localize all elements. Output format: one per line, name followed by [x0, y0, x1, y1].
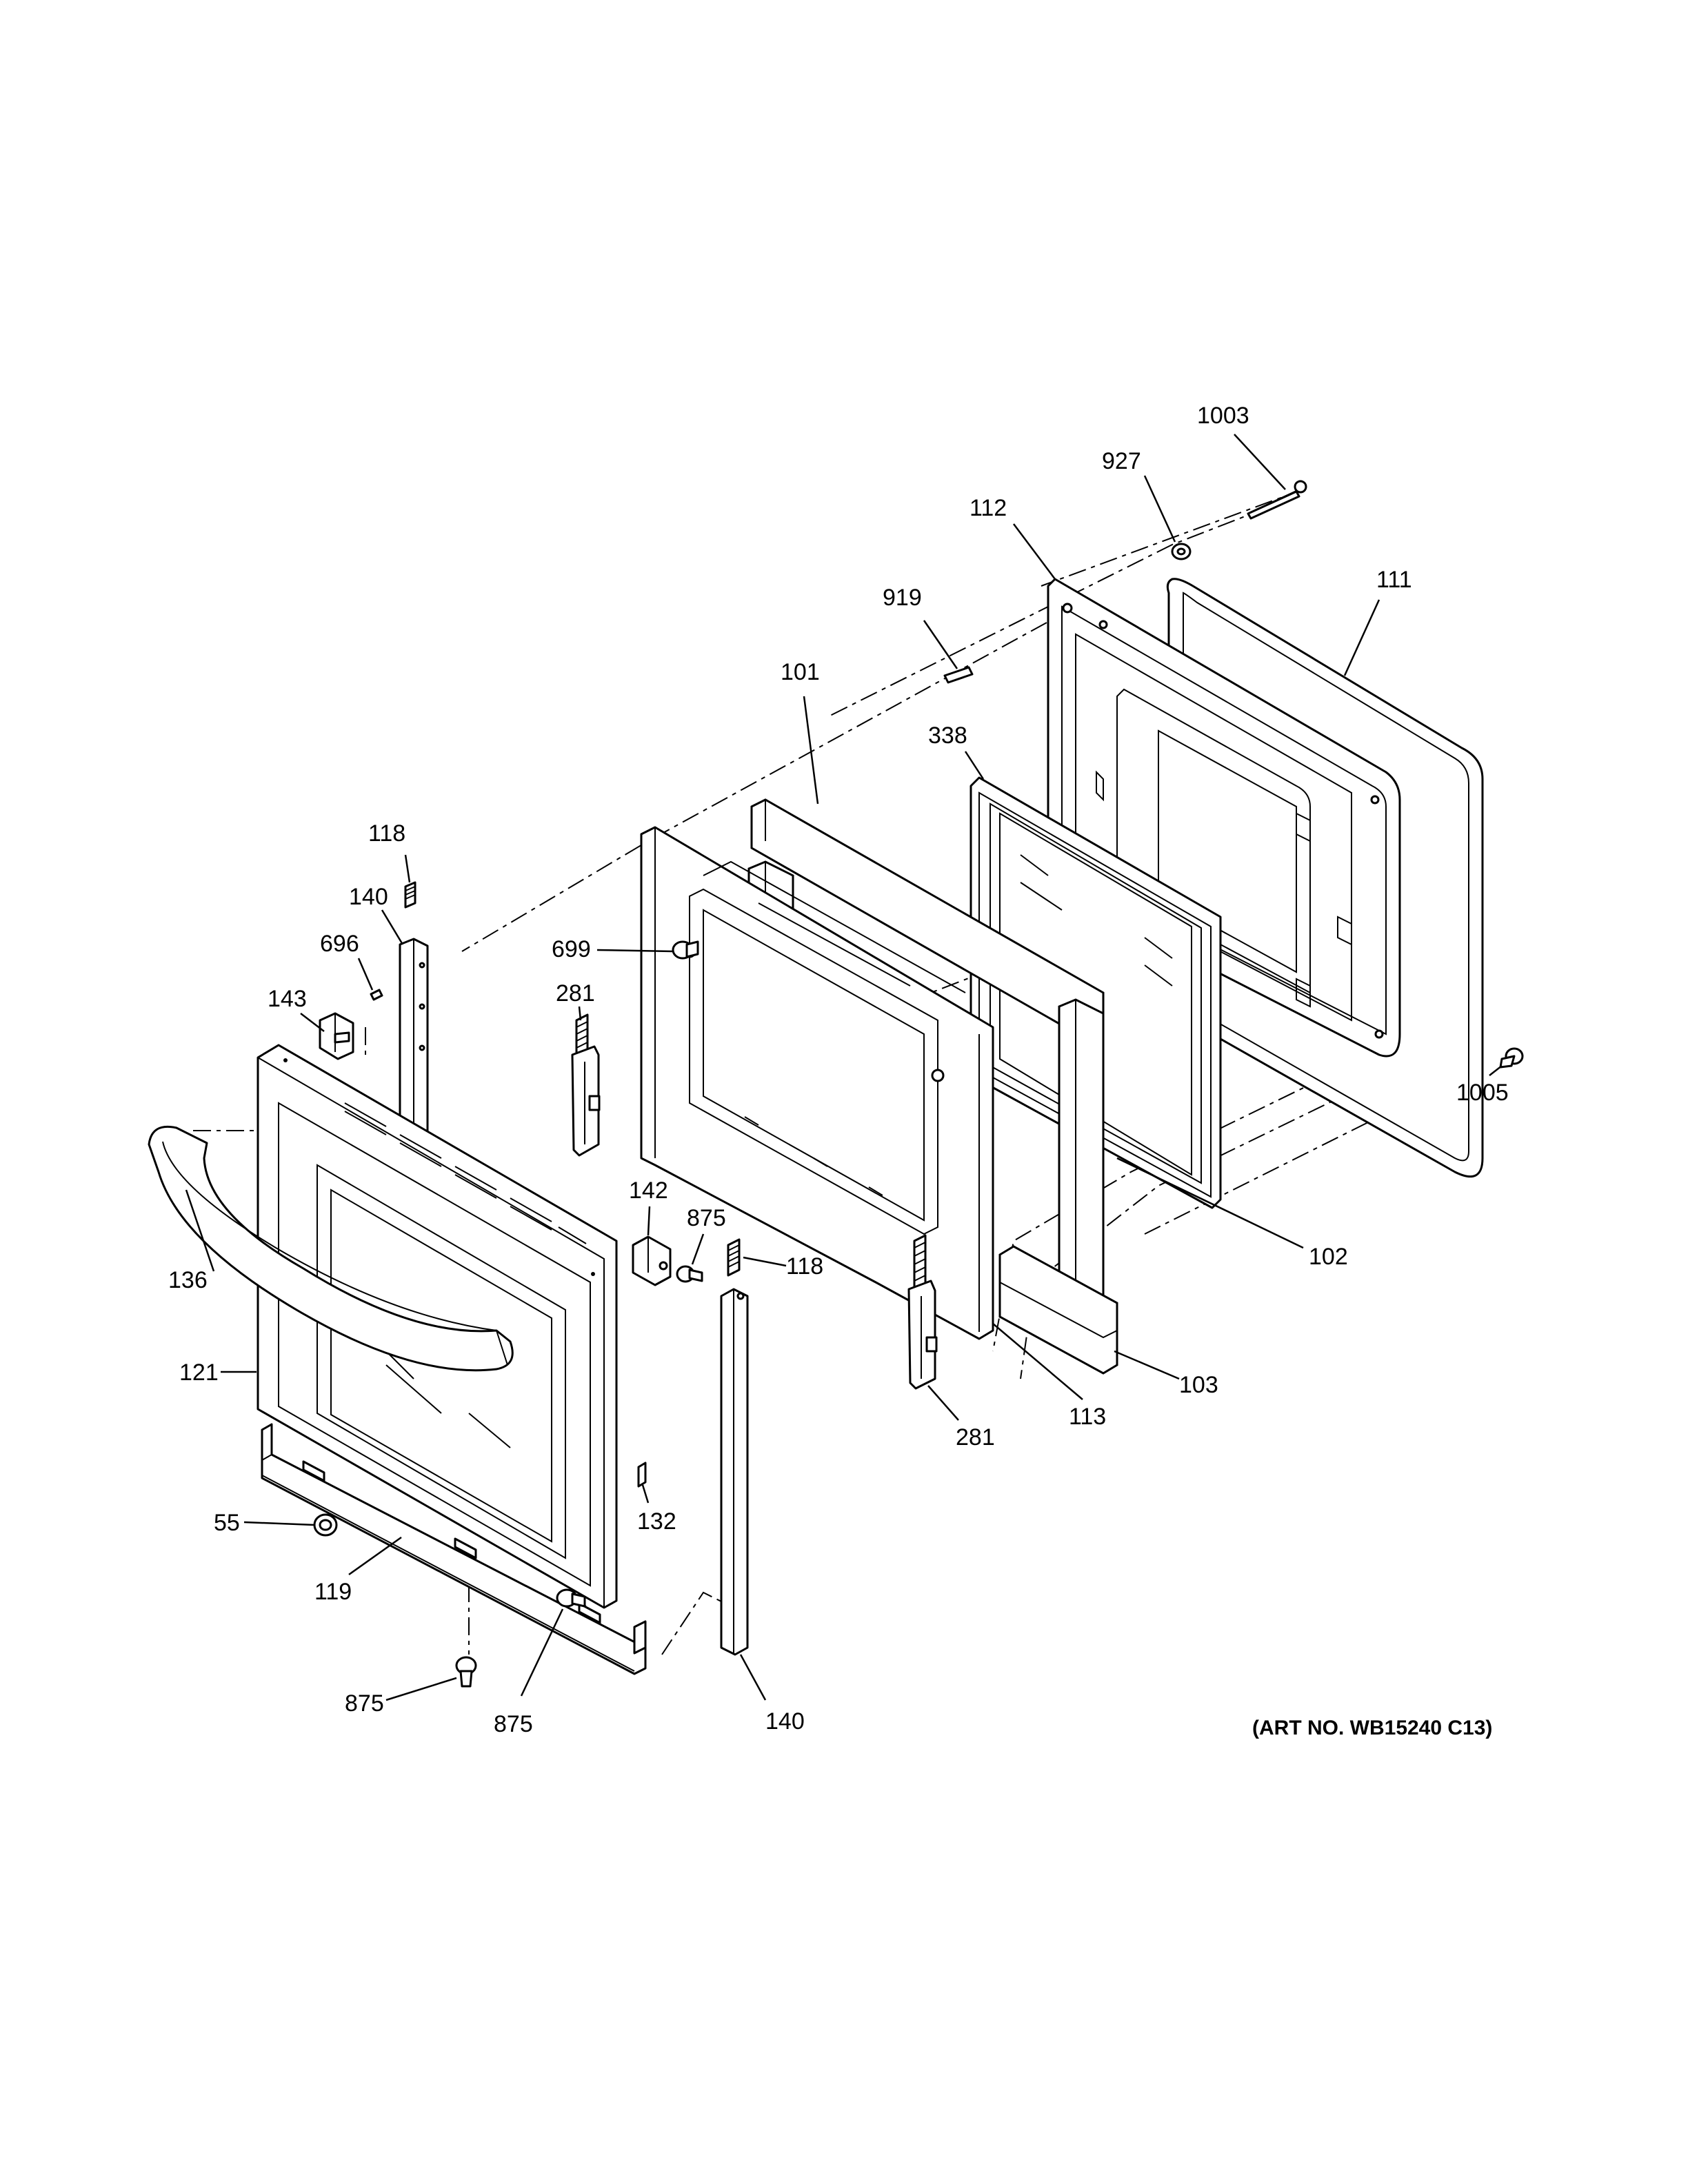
callout-119: 119: [314, 1579, 352, 1605]
part-103-insulation-bottom: [998, 1245, 1118, 1375]
part-142-bracket: [632, 1235, 672, 1286]
part-118-cap-lower: [727, 1238, 741, 1277]
art-number: (ART NO. WB15240 C13): [1252, 1717, 1492, 1739]
callout-113: 113: [1069, 1404, 1106, 1430]
part-102-insulation-side: [1058, 998, 1105, 1304]
part-136-handle: [148, 1126, 514, 1372]
part-1003-screw: [1247, 480, 1307, 520]
part-119-bottom-trim: [261, 1423, 647, 1675]
callout-338: 338: [928, 722, 967, 749]
callout-143: 143: [268, 986, 307, 1012]
callout-140-upper: 140: [349, 884, 388, 910]
part-927-washer: [1171, 543, 1192, 560]
callout-1003: 1003: [1197, 403, 1249, 429]
callout-labels: 1003 927 112 111 919 101 338 118 140 696…: [168, 403, 1509, 1737]
callout-919: 919: [883, 585, 922, 611]
part-1005-screw: [1499, 1047, 1524, 1069]
part-875-screw-trim: [556, 1588, 586, 1608]
part-281-hinge-left: [571, 1013, 601, 1157]
callout-101: 101: [781, 659, 820, 685]
callout-55: 55: [214, 1510, 240, 1536]
callout-136: 136: [168, 1267, 208, 1293]
callout-132: 132: [637, 1508, 676, 1535]
callout-102: 102: [1309, 1244, 1348, 1270]
part-875-screw-middle: [676, 1265, 703, 1283]
callout-281-left: 281: [556, 980, 595, 1007]
callout-281-right: 281: [956, 1424, 995, 1450]
part-118-cap-upper: [404, 881, 416, 909]
part-875-screw-bottom: [455, 1656, 477, 1688]
callout-118-lower: 118: [786, 1253, 823, 1280]
part-140-trim-upper: [399, 938, 429, 1166]
callout-875-bottom: 875: [345, 1690, 384, 1717]
callout-875-trim: 875: [494, 1711, 533, 1737]
callout-140-lower: 140: [765, 1708, 805, 1735]
part-696-screw: [370, 989, 383, 1001]
part-699-screw: [672, 940, 699, 960]
callout-118-upper: 118: [368, 820, 405, 847]
part-143-bracket: [319, 1012, 354, 1060]
part-55-bumper: [313, 1513, 338, 1537]
callout-111: 111: [1376, 567, 1412, 593]
part-919-pin: [943, 666, 974, 684]
callout-142: 142: [629, 1177, 668, 1204]
callout-1005: 1005: [1456, 1080, 1509, 1106]
callout-103: 103: [1179, 1372, 1218, 1398]
callout-112: 112: [969, 495, 1007, 521]
callout-699: 699: [552, 936, 591, 962]
callout-121: 121: [179, 1359, 219, 1386]
part-281-hinge-right: [907, 1234, 938, 1390]
part-132-clip: [637, 1462, 647, 1488]
callout-927: 927: [1102, 448, 1141, 474]
callout-875-middle: 875: [687, 1205, 726, 1231]
part-140-trim-lower: [720, 1288, 749, 1656]
leader-lines: [185, 434, 1503, 1701]
callout-696: 696: [320, 931, 359, 957]
